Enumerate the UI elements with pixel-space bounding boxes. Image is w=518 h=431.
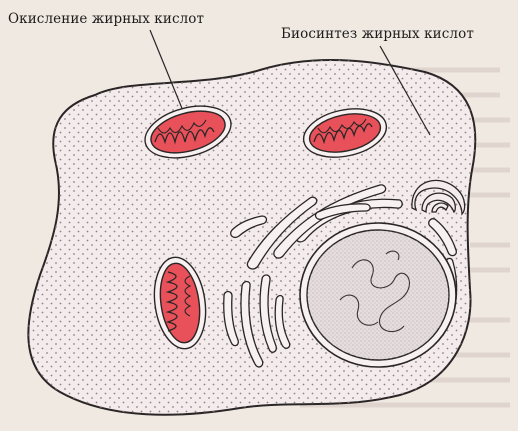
- label-fatty-acid-oxidation: Окисление жирных кислот: [8, 11, 204, 27]
- label-fatty-acid-biosynthesis: Биосинтез жирных кислот: [281, 26, 474, 42]
- nucleus: [300, 223, 456, 367]
